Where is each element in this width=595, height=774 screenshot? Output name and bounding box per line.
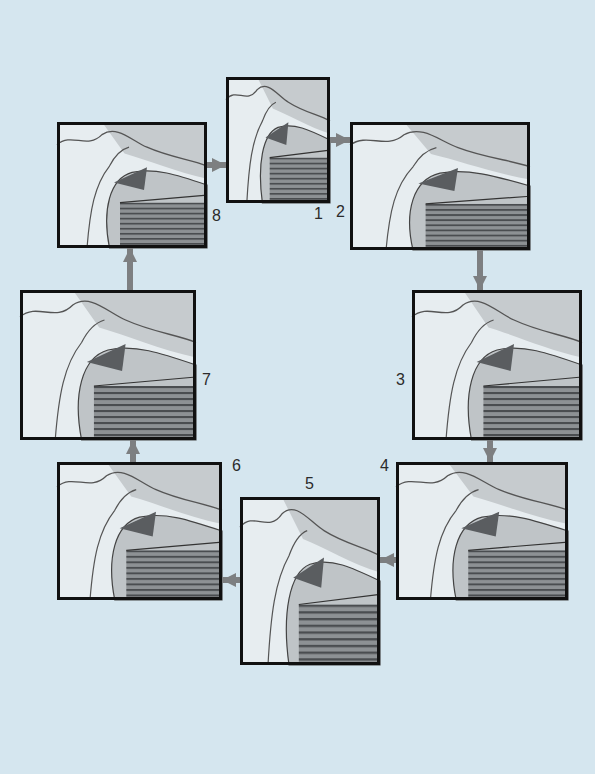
flow-arrow bbox=[487, 440, 493, 462]
stage-panel: 8 bbox=[57, 122, 207, 248]
swallowing-sketch bbox=[240, 497, 380, 665]
swallowing-sketch bbox=[412, 290, 582, 440]
stage-panel: 3 bbox=[412, 290, 582, 440]
step-number: 6 bbox=[232, 458, 241, 474]
swallowing-sketch bbox=[20, 290, 196, 440]
stage-panel: 6 bbox=[57, 462, 222, 600]
step-number: 8 bbox=[212, 208, 221, 224]
swallowing-sketch bbox=[226, 77, 330, 203]
flow-arrow bbox=[222, 577, 240, 583]
stage-panel: 1 bbox=[226, 77, 330, 203]
step-number: 2 bbox=[336, 204, 345, 220]
step-number: 4 bbox=[380, 458, 389, 474]
step-number: 5 bbox=[305, 476, 314, 492]
swallowing-sketch bbox=[57, 122, 207, 248]
step-number: 3 bbox=[396, 372, 405, 388]
stage-panel: 5 bbox=[240, 497, 380, 665]
swallowing-sketch bbox=[396, 462, 568, 600]
flow-arrow bbox=[380, 557, 396, 563]
swallowing-sketch bbox=[57, 462, 222, 600]
stage-panel: 2 bbox=[350, 122, 530, 250]
step-number: 7 bbox=[202, 372, 211, 388]
flow-arrow bbox=[477, 250, 483, 290]
flow-arrow bbox=[207, 162, 226, 168]
step-number: 1 bbox=[314, 206, 323, 222]
flow-arrow bbox=[330, 137, 350, 143]
stage-panel: 4 bbox=[396, 462, 568, 600]
stage-panel: 7 bbox=[20, 290, 196, 440]
flow-arrow bbox=[127, 248, 133, 290]
swallowing-sketch bbox=[350, 122, 530, 250]
flow-arrow bbox=[130, 440, 136, 462]
